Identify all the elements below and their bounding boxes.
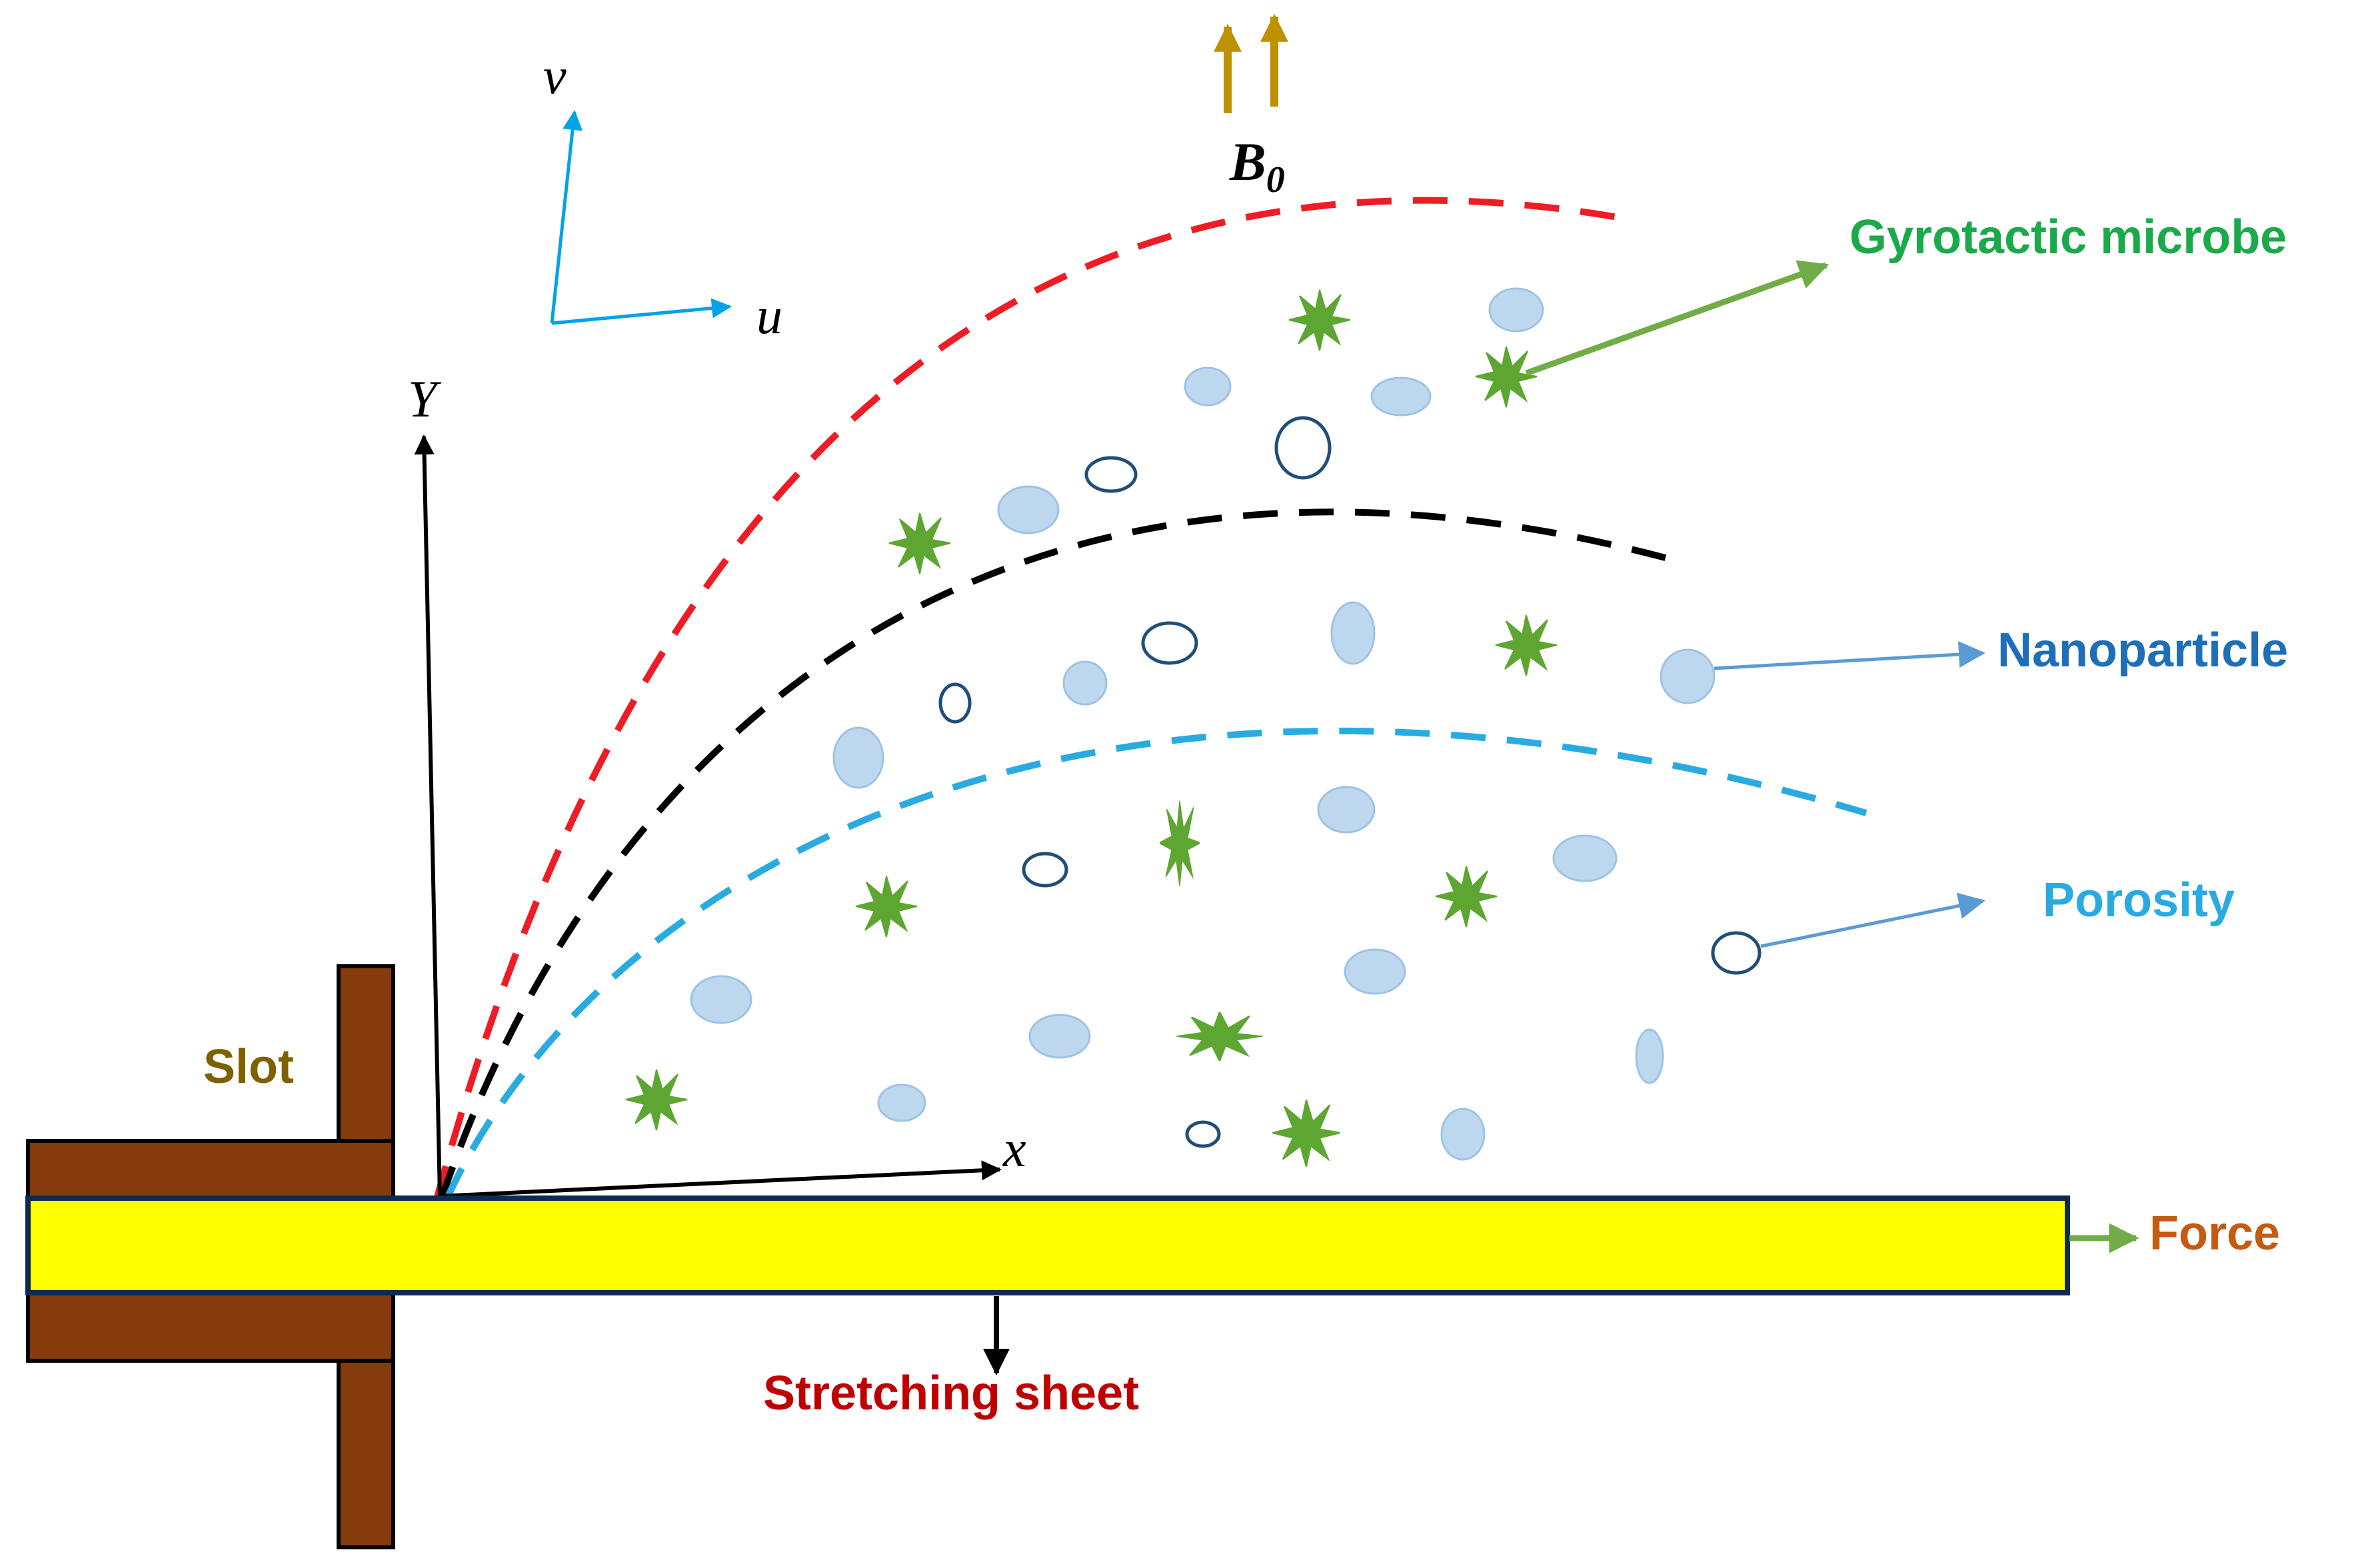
microbe-icon	[1272, 1100, 1340, 1167]
microbe-icon	[1288, 289, 1351, 351]
magnetic-field-arrows	[1214, 13, 1288, 113]
v-label: v	[543, 47, 567, 105]
nanoparticle-pointer	[1714, 641, 1985, 670]
porosity-void	[1141, 621, 1198, 665]
nanoparticle	[1344, 948, 1406, 995]
nanoparticle	[1370, 377, 1432, 416]
gyrotactic-microbe-label: Gyrotactic microbe	[1849, 211, 2287, 264]
nanoparticle	[832, 726, 884, 789]
microbe-icon	[1159, 800, 1200, 886]
porosity-pointer	[1760, 892, 1985, 948]
microbe-icon	[855, 876, 918, 938]
velocity-axes	[550, 110, 732, 325]
nanoparticle-label: Nanoparticle	[1997, 624, 2288, 677]
nanoparticle	[690, 975, 752, 1024]
microbe-icon	[625, 1069, 688, 1131]
nanoparticle	[877, 1084, 926, 1122]
stretching-sheet	[25, 1195, 2070, 1295]
gyrotactic-microbes	[625, 289, 1558, 1167]
nanoparticle	[1184, 367, 1232, 406]
stretching-sheet-label: Stretching sheet	[763, 1367, 1139, 1420]
b0-label: B0	[1229, 131, 1285, 201]
nanoparticles	[690, 287, 1716, 1161]
slot-label: Slot	[203, 1040, 294, 1094]
porosity-void	[938, 682, 972, 724]
porosity-void	[1274, 416, 1332, 480]
microbe-icon	[1475, 346, 1538, 408]
u-label: u	[756, 287, 782, 345]
force-label: Force	[2149, 1207, 2280, 1260]
microbe-icon	[888, 512, 951, 574]
nanoparticle	[1488, 287, 1544, 333]
nanoparticle	[1330, 601, 1376, 665]
red-boundary-curve	[433, 197, 1634, 1201]
porosity-void	[1022, 852, 1068, 888]
nanoparticle	[1635, 1028, 1664, 1084]
y-axis	[414, 434, 442, 1197]
black-boundary-curve	[438, 508, 1674, 1201]
microbe-icon	[1176, 1012, 1263, 1062]
porosity-void	[1185, 1120, 1221, 1148]
porosity-label: Porosity	[2043, 874, 2235, 927]
nanoparticle	[1028, 1014, 1091, 1059]
nanoparticle	[1317, 786, 1376, 834]
nanoparticle	[1062, 660, 1108, 706]
microbe-icon	[1495, 614, 1558, 676]
porosity-voids	[938, 416, 1762, 1148]
nanoparticle	[1660, 648, 1716, 704]
porosity-void	[1711, 931, 1762, 975]
x-axis	[439, 1160, 1002, 1198]
gyrotactic-pointer	[1525, 260, 1829, 377]
blue-boundary-curve	[443, 727, 1867, 1201]
y-axis-label: Y	[408, 370, 442, 428]
x-axis-label: x	[1002, 1120, 1026, 1177]
nanoparticle	[1552, 834, 1618, 882]
nanoparticle	[1440, 1108, 1486, 1161]
nanoparticle	[997, 485, 1060, 534]
porosity-void	[1084, 456, 1138, 493]
microbe-icon	[1435, 866, 1498, 928]
